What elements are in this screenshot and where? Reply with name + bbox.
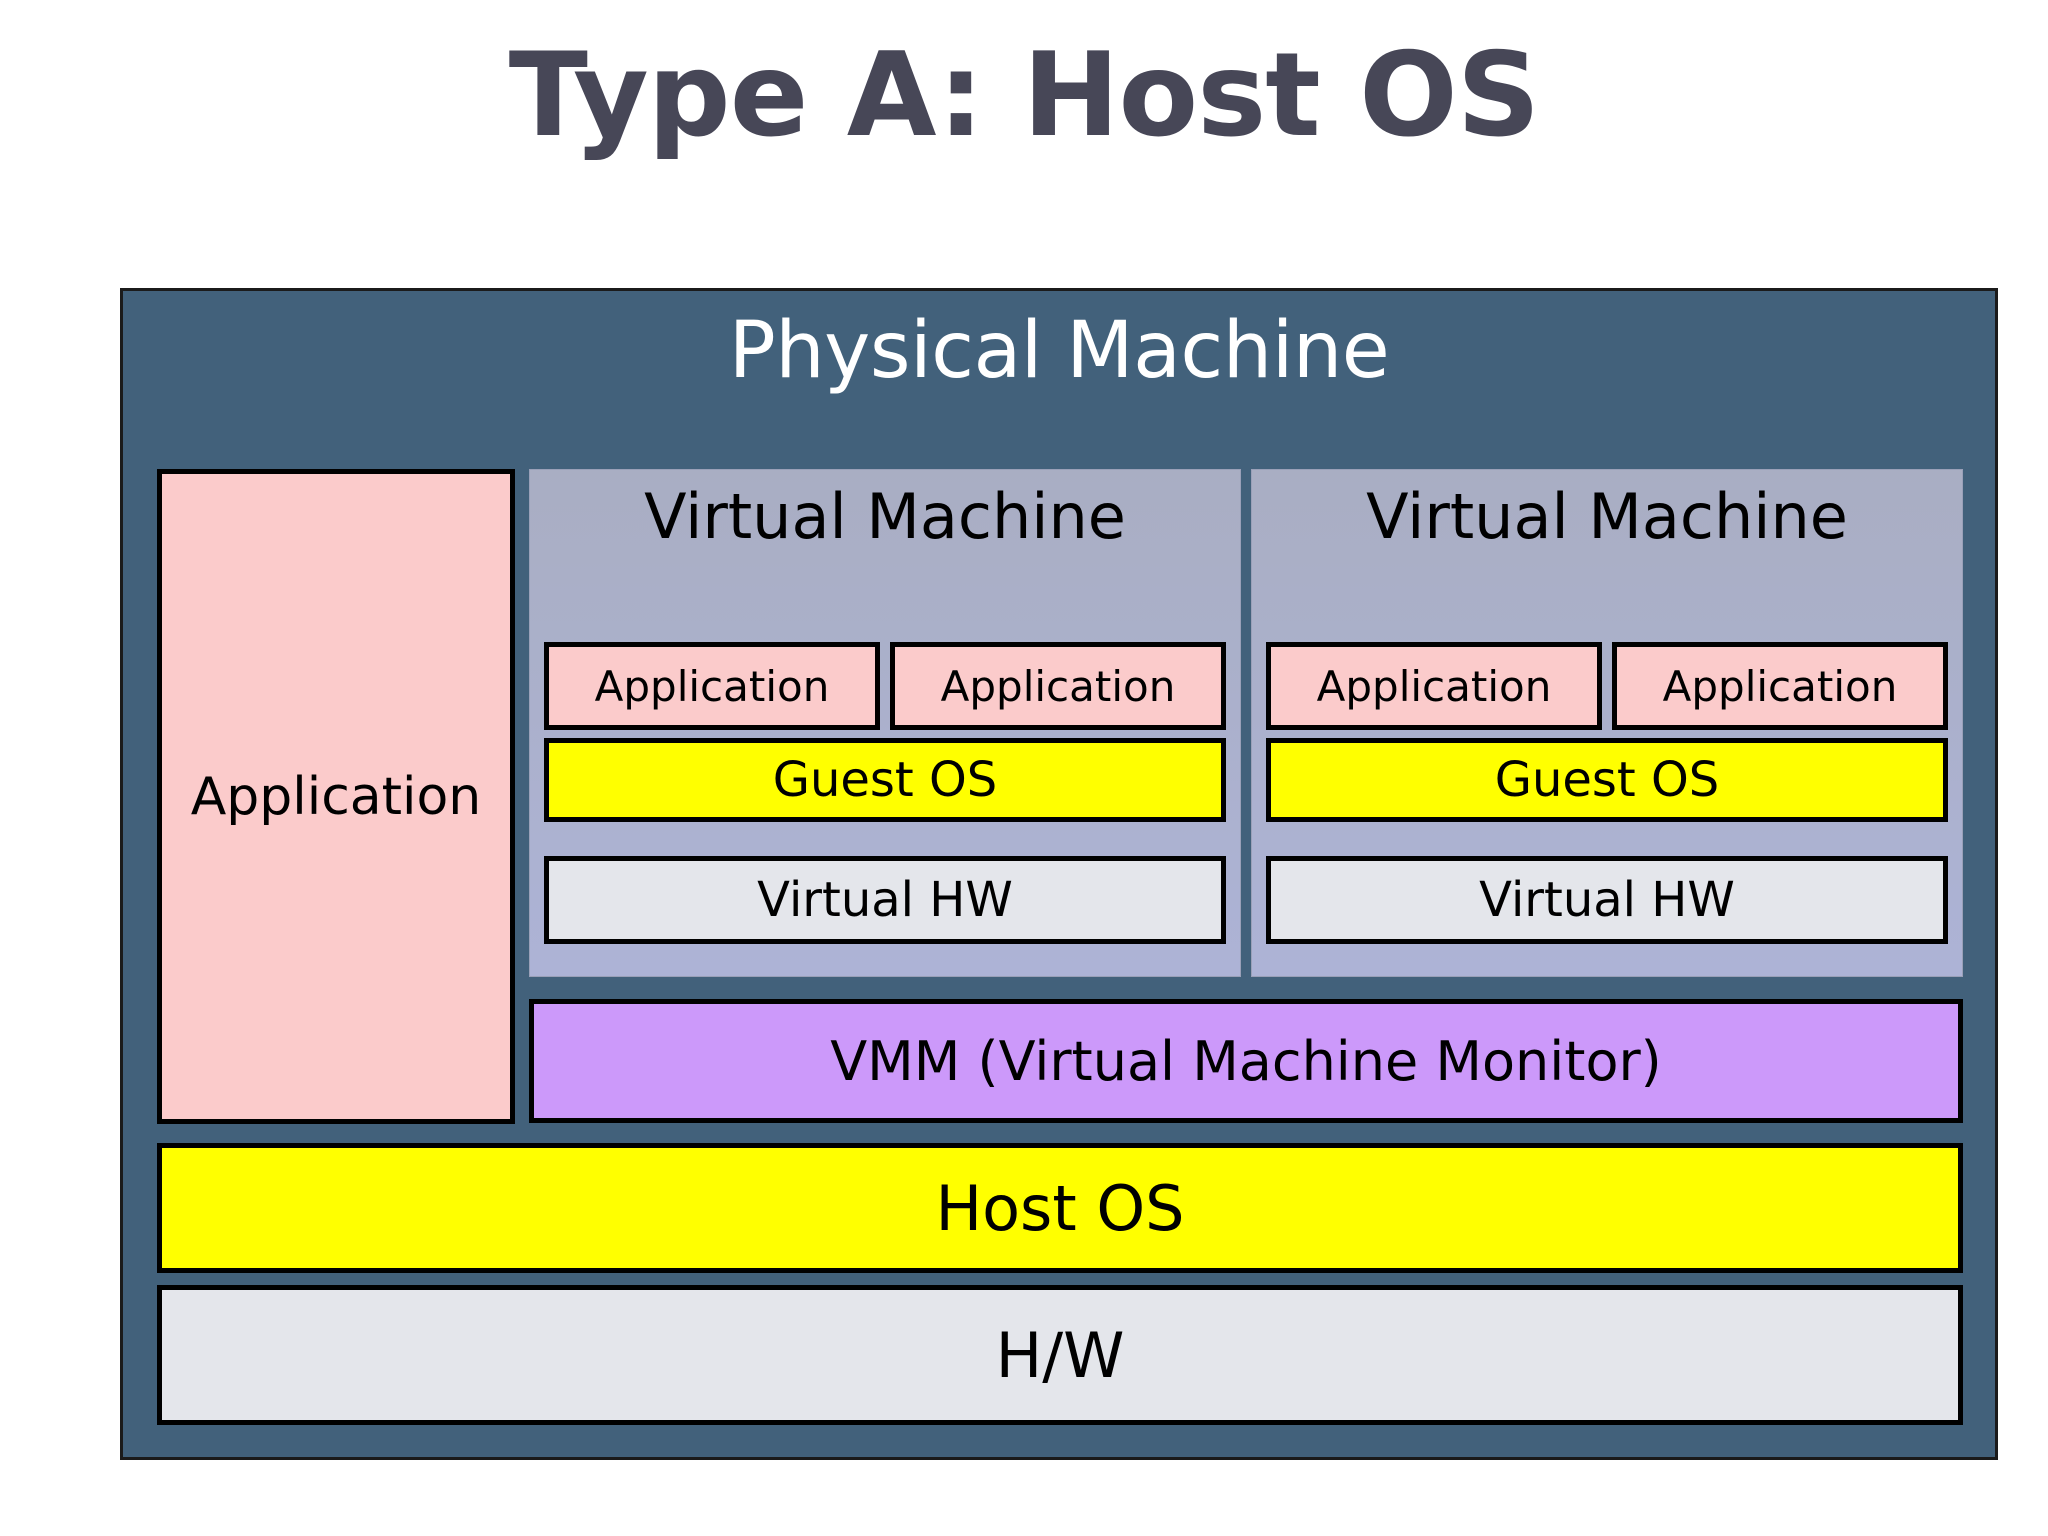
vm1-application-label-1: Application xyxy=(594,661,830,711)
host-os-label: Host OS xyxy=(935,1171,1185,1245)
vm1-application-box-1: Application xyxy=(544,642,880,730)
hardware-box: H/W xyxy=(157,1285,1963,1425)
vm2-virtual-hw-label: Virtual HW xyxy=(1479,872,1735,928)
vm2-application-box-2: Application xyxy=(1612,642,1948,730)
vm1-virtual-hw-box: Virtual HW xyxy=(544,856,1226,944)
vm2-guest-os-label: Guest OS xyxy=(1494,752,1720,808)
virtual-machine-label: Virtual Machine xyxy=(1366,480,1848,553)
vm1-application-label-2: Application xyxy=(940,661,1176,711)
vm1-virtual-hw-label: Virtual HW xyxy=(757,872,1013,928)
physical-machine-container: Physical Machine Application Virtual Mac… xyxy=(120,288,1998,1460)
virtual-machine-label: Virtual Machine xyxy=(644,480,1126,553)
host-application-label: Application xyxy=(190,766,482,827)
virtual-machine-box-2: Virtual Machine Application Application … xyxy=(1251,469,1963,977)
virtual-machine-box-1: Virtual Machine Application Application … xyxy=(529,469,1241,977)
page-title: Type A: Host OS xyxy=(508,28,1541,163)
vm2-guest-os-box: Guest OS xyxy=(1266,738,1948,822)
vmm-label: VMM (Virtual Machine Monitor) xyxy=(830,1029,1662,1093)
hardware-label: H/W xyxy=(995,1318,1125,1392)
vm2-application-label-2: Application xyxy=(1662,661,1898,711)
vm1-guest-os-label: Guest OS xyxy=(772,752,998,808)
vm2-application-label-1: Application xyxy=(1316,661,1552,711)
vm2-virtual-hw-box: Virtual HW xyxy=(1266,856,1948,944)
host-os-box: Host OS xyxy=(157,1143,1963,1273)
virtual-machine-row: Virtual Machine Application Application … xyxy=(529,469,1963,977)
vm1-application-row: Application Application xyxy=(544,642,1226,730)
vm1-application-box-2: Application xyxy=(890,642,1226,730)
physical-machine-label: Physical Machine xyxy=(728,306,1390,396)
vm2-application-box-1: Application xyxy=(1266,642,1602,730)
host-application-box: Application xyxy=(157,469,515,1124)
vmm-box: VMM (Virtual Machine Monitor) xyxy=(529,999,1963,1123)
vm1-guest-os-box: Guest OS xyxy=(544,738,1226,822)
vm2-application-row: Application Application xyxy=(1266,642,1948,730)
